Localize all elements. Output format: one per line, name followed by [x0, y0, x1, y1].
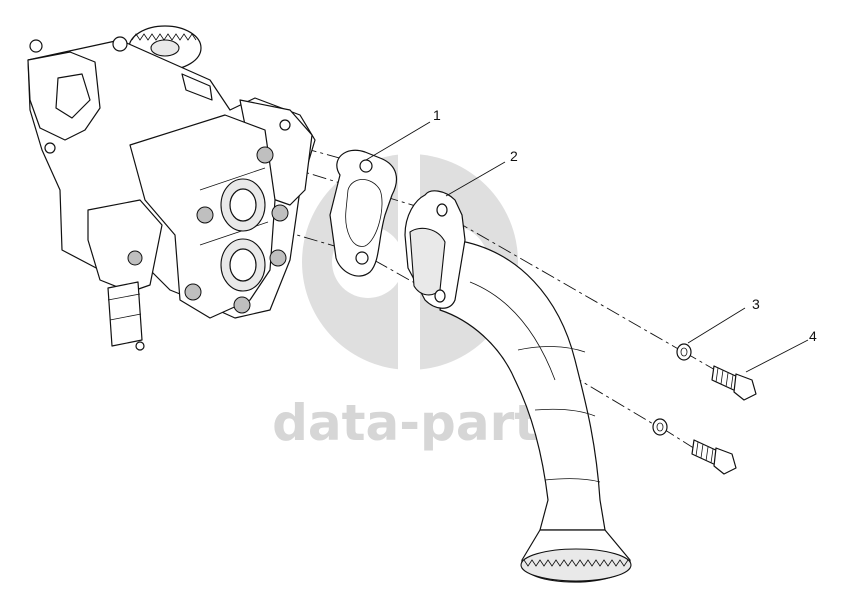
part-4-bolts	[691, 365, 757, 475]
part-3-washers	[652, 343, 692, 436]
part-2-suction-pipe	[404, 190, 632, 583]
oil-pump-assembly	[27, 25, 316, 351]
callout-1: 1	[433, 107, 441, 123]
callout-2: 2	[510, 148, 518, 164]
leader-lines	[365, 121, 809, 373]
callout-3: 3	[752, 296, 760, 312]
watermark-text: data-parts	[272, 394, 568, 452]
callout-4: 4	[809, 328, 817, 344]
part-1-gasket	[329, 149, 398, 277]
